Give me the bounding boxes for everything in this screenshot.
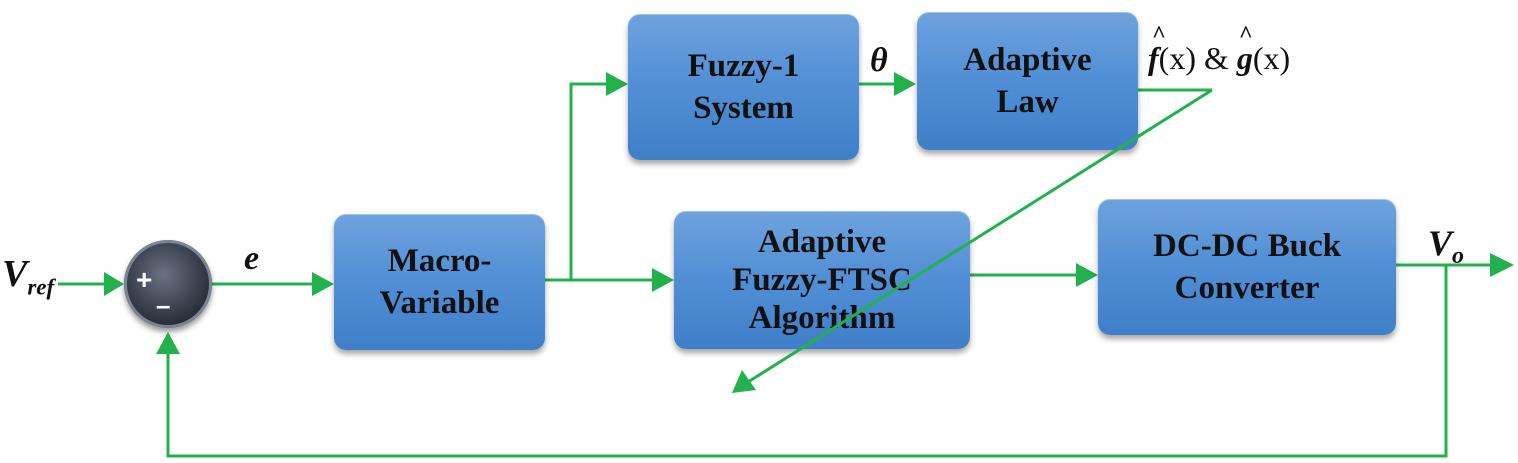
vo-main: V bbox=[1428, 223, 1453, 263]
g-symbol: g bbox=[1236, 40, 1253, 76]
adaptive-law-block: Adaptive Law bbox=[917, 12, 1138, 150]
f-symbol: f bbox=[1148, 40, 1159, 76]
estimates-mid: (x) & bbox=[1158, 40, 1237, 76]
vref-main: V bbox=[2, 253, 28, 295]
dc-dc-buck-converter-label: DC-DC Buck Converter bbox=[1153, 228, 1341, 306]
vo-subscript: o bbox=[1452, 243, 1465, 270]
minus-sign: – bbox=[156, 290, 171, 320]
adaptive-fuzzy-ftsc-label: Adaptive Fuzzy-FTSC Algorithm bbox=[732, 224, 912, 336]
vo-label: Vo bbox=[1428, 222, 1464, 270]
estimates-label: ^ f (x) & ^ g (x) bbox=[1148, 22, 1291, 77]
summing-junction: + – bbox=[124, 240, 212, 328]
dc-dc-buck-converter-block: DC-DC Buck Converter bbox=[1098, 199, 1396, 335]
theta-label: θ bbox=[870, 42, 888, 79]
macro-variable-block: Macro- Variable bbox=[334, 214, 545, 350]
wire-branch-up bbox=[569, 82, 608, 280]
adaptive-fuzzy-ftsc-block: Adaptive Fuzzy-FTSC Algorithm bbox=[674, 211, 970, 349]
macro-variable-label: Macro- Variable bbox=[379, 243, 500, 321]
fuzzy-1-system-label: Fuzzy-1 System bbox=[687, 48, 800, 126]
g-hat: ^ g bbox=[1236, 22, 1253, 77]
plus-sign: + bbox=[136, 264, 153, 295]
f-hat-mark: ^ bbox=[1152, 22, 1166, 48]
f-hat: ^ f bbox=[1148, 22, 1166, 77]
vref-label: Vref bbox=[2, 252, 54, 301]
g-hat-mark: ^ bbox=[1238, 22, 1253, 48]
error-label: e bbox=[244, 240, 260, 277]
fuzzy-1-system-block: Fuzzy-1 System bbox=[628, 14, 859, 160]
vref-subscript: ref bbox=[27, 274, 55, 300]
adaptive-law-label: Adaptive Law bbox=[963, 42, 1092, 120]
estimates-end: (x) bbox=[1252, 40, 1291, 76]
